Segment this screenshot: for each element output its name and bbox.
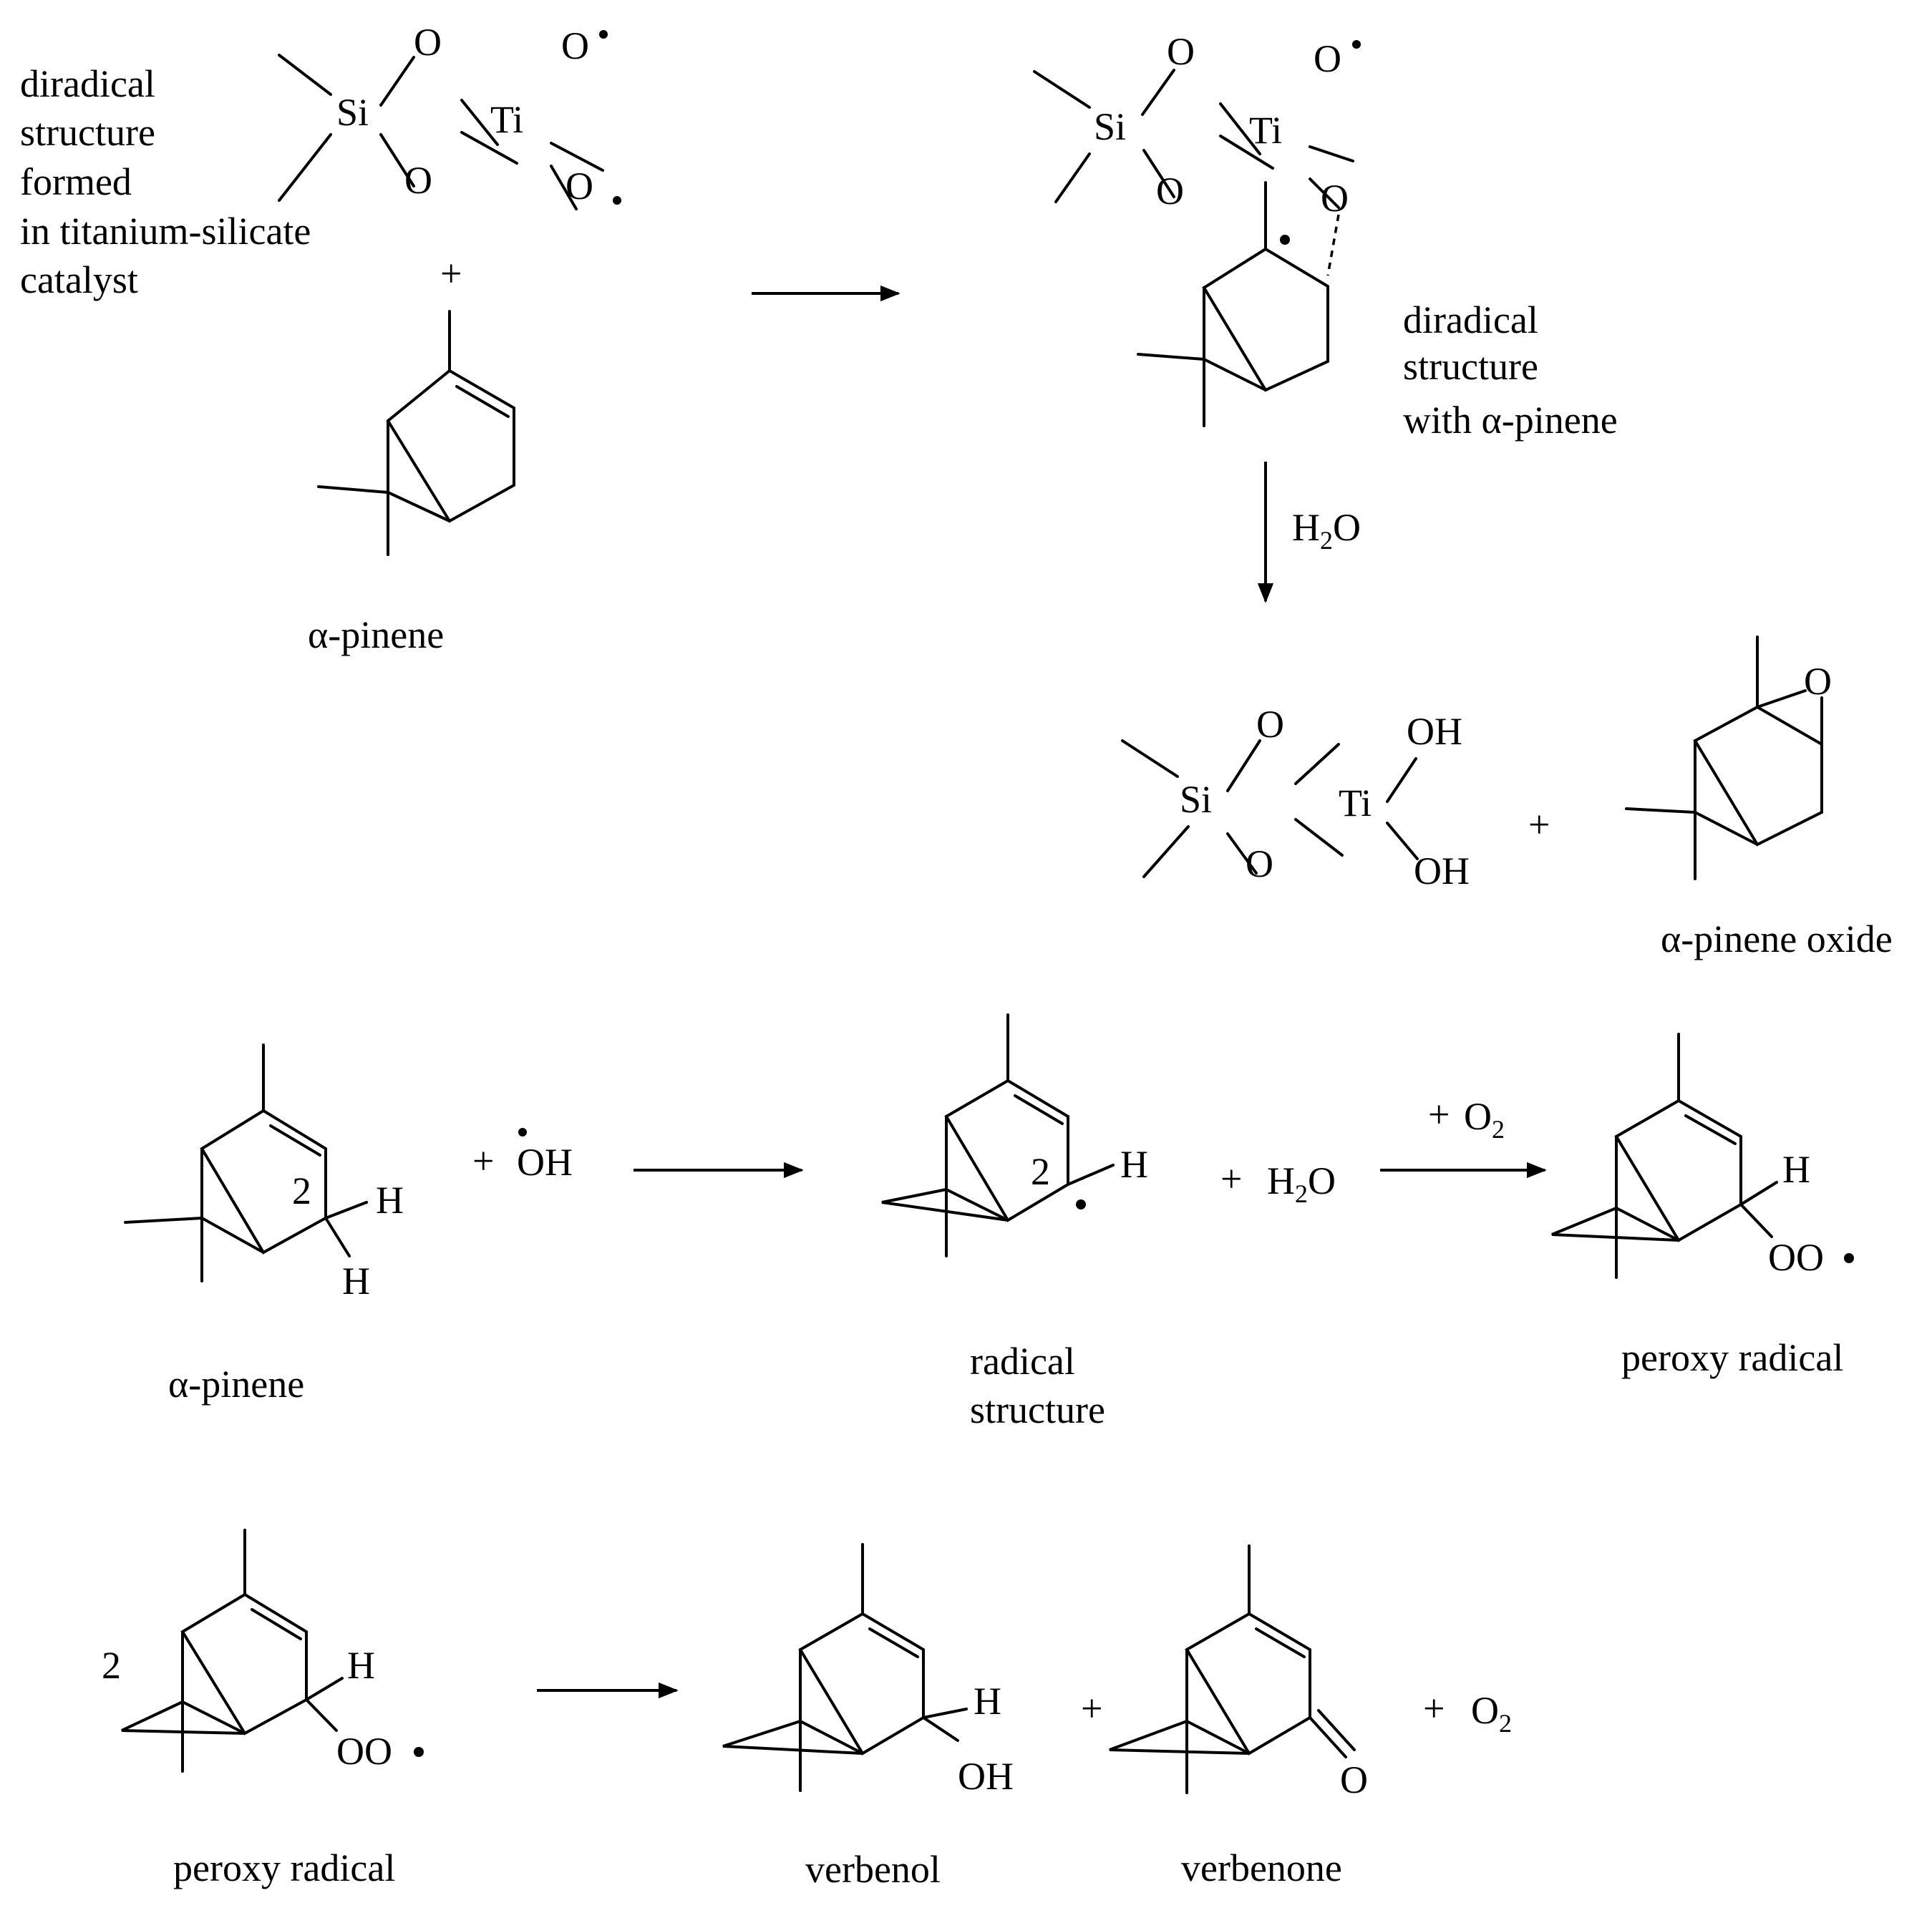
plus-sign: + [1428, 1093, 1450, 1136]
ti-atom: Ti [1339, 782, 1372, 824]
radical-dot [613, 196, 621, 205]
terminal-oxygen-1: O [561, 24, 589, 67]
catalyst-label-line-5: catalyst [20, 258, 138, 301]
radical-dot [599, 30, 608, 39]
carbonyl-oxygen: O [1340, 1758, 1368, 1801]
peroxy-radical-label: peroxy radical [1621, 1336, 1843, 1379]
plus-sign: + [1220, 1157, 1242, 1200]
partial-bond [1326, 214, 1340, 276]
radical-dot [1352, 40, 1361, 49]
svg-text:O2: O2 [1471, 1689, 1512, 1738]
terminal-oxygen: O [1314, 37, 1341, 80]
svg-text:O2: O2 [1464, 1095, 1505, 1144]
radical-dot [518, 1128, 527, 1136]
hydrogen-atom: H [342, 1260, 370, 1303]
hydroxyl-bottom: OH [1414, 850, 1470, 892]
water-reagent: H2O [1292, 506, 1361, 555]
radical-dot [1280, 235, 1290, 245]
hydrogen-atom: H [376, 1179, 404, 1222]
diradical-with-pinene-structure: Si O O Ti O O [1033, 30, 1361, 427]
bonding-oxygen: O [1321, 177, 1349, 220]
plus-sign: + [1423, 1687, 1445, 1730]
verbenol-label: verbenol [805, 1848, 941, 1891]
catalyst-label: diradical structure formed in titanium-s… [20, 62, 311, 301]
bridge-oxygen-top: O [1167, 30, 1195, 73]
radical-label-line-1: radical [970, 1340, 1075, 1383]
carbon-position-2: 2 [292, 1169, 311, 1212]
alpha-pinene-label: α-pinene [168, 1363, 304, 1406]
radical-label-line-2: structure [970, 1388, 1105, 1431]
catalyst-label-line-4: in titanium-silicate [20, 210, 311, 253]
terminal-oxygen-2: O [565, 165, 593, 208]
si-atom: Si [336, 91, 369, 134]
peroxy-radical-2-molecule: H OO [121, 1529, 424, 1773]
ti-atom: Ti [490, 98, 523, 141]
hydroxyl-radical: OH [517, 1141, 573, 1184]
alpha-pinene-oxide-molecule: O [1625, 636, 1832, 880]
plus-sign: + [472, 1139, 494, 1182]
alpha-pinene-label: α-pinene [308, 613, 444, 656]
radical-dot [1076, 1199, 1086, 1209]
peroxy-radical-molecule: H OO [1551, 1033, 1854, 1279]
oxygen-coproduct: + O2 [1423, 1687, 1512, 1738]
hydroxyl-top: OH [1407, 710, 1462, 753]
peroxy-radical-label: peroxy radical [173, 1846, 395, 1889]
verbenone-label: verbenone [1181, 1846, 1342, 1889]
plus-sign: + [1081, 1687, 1102, 1730]
ti-silicate-diradical: Si O O Ti O O [278, 21, 621, 210]
bridge-oxygen-top: O [1256, 703, 1284, 746]
oxygen-reagent: + O2 [1428, 1093, 1505, 1144]
alpha-pinene-2-molecule: 2 H H [124, 1043, 404, 1303]
svg-text:H2O: H2O [1292, 506, 1361, 555]
hydroxyl-radical-reagent: + OH [472, 1128, 573, 1184]
bridge-oxygen-bottom: O [1246, 842, 1273, 885]
si-atom: Si [1094, 105, 1126, 148]
radical-structure-label: radical structure [970, 1340, 1105, 1431]
bridge-oxygen-top: O [414, 21, 442, 64]
catalyst-label-line-2: structure [20, 111, 155, 154]
verbenol-molecule: H OH [722, 1543, 1014, 1798]
alpha-pinene-oxide-label: α-pinene oxide [1661, 917, 1893, 960]
si-atom: Si [1180, 778, 1212, 821]
bridge-oxygen-bottom: O [1156, 170, 1184, 213]
radical-dot [414, 1747, 424, 1757]
ti-atom: Ti [1249, 109, 1282, 152]
water-coproduct: + H2O [1220, 1157, 1336, 1208]
hydroxyl-group: OH [958, 1755, 1014, 1798]
radical-structure-molecule: 2 H [881, 1013, 1148, 1257]
plus-sign: + [1528, 803, 1550, 846]
diradical-with-pinene-label: diradical structure with α-pinene [1403, 298, 1618, 442]
intermediate-label-line-1: diradical [1403, 298, 1538, 341]
bridge-oxygen-bottom: O [404, 159, 432, 202]
plus-sign: + [440, 252, 462, 295]
catalyst-label-line-3: formed [20, 160, 132, 203]
peroxy-group: OO [336, 1730, 392, 1773]
catalyst-label-line-1: diradical [20, 62, 155, 105]
hydrogen-atom: H [1782, 1148, 1810, 1191]
hydrogen-atom: H [1120, 1143, 1148, 1186]
verbenone-molecule: O [1109, 1544, 1368, 1801]
stoichiometric-coefficient: 2 [102, 1644, 121, 1687]
intermediate-label-line-3: with α-pinene [1403, 399, 1618, 442]
ti-silicate-dihydroxy: Si O O Ti OH OH [1121, 703, 1470, 892]
svg-text:H2O: H2O [1267, 1159, 1336, 1208]
hydrogen-atom: H [347, 1644, 375, 1687]
intermediate-label-line-2: structure [1403, 345, 1538, 388]
alpha-pinene-molecule [317, 310, 515, 556]
epoxide-oxygen: O [1804, 660, 1832, 703]
peroxy-group: OO [1768, 1236, 1824, 1279]
carbon-position-2: 2 [1031, 1150, 1050, 1193]
radical-dot [1844, 1253, 1854, 1263]
hydrogen-atom: H [974, 1680, 1001, 1723]
